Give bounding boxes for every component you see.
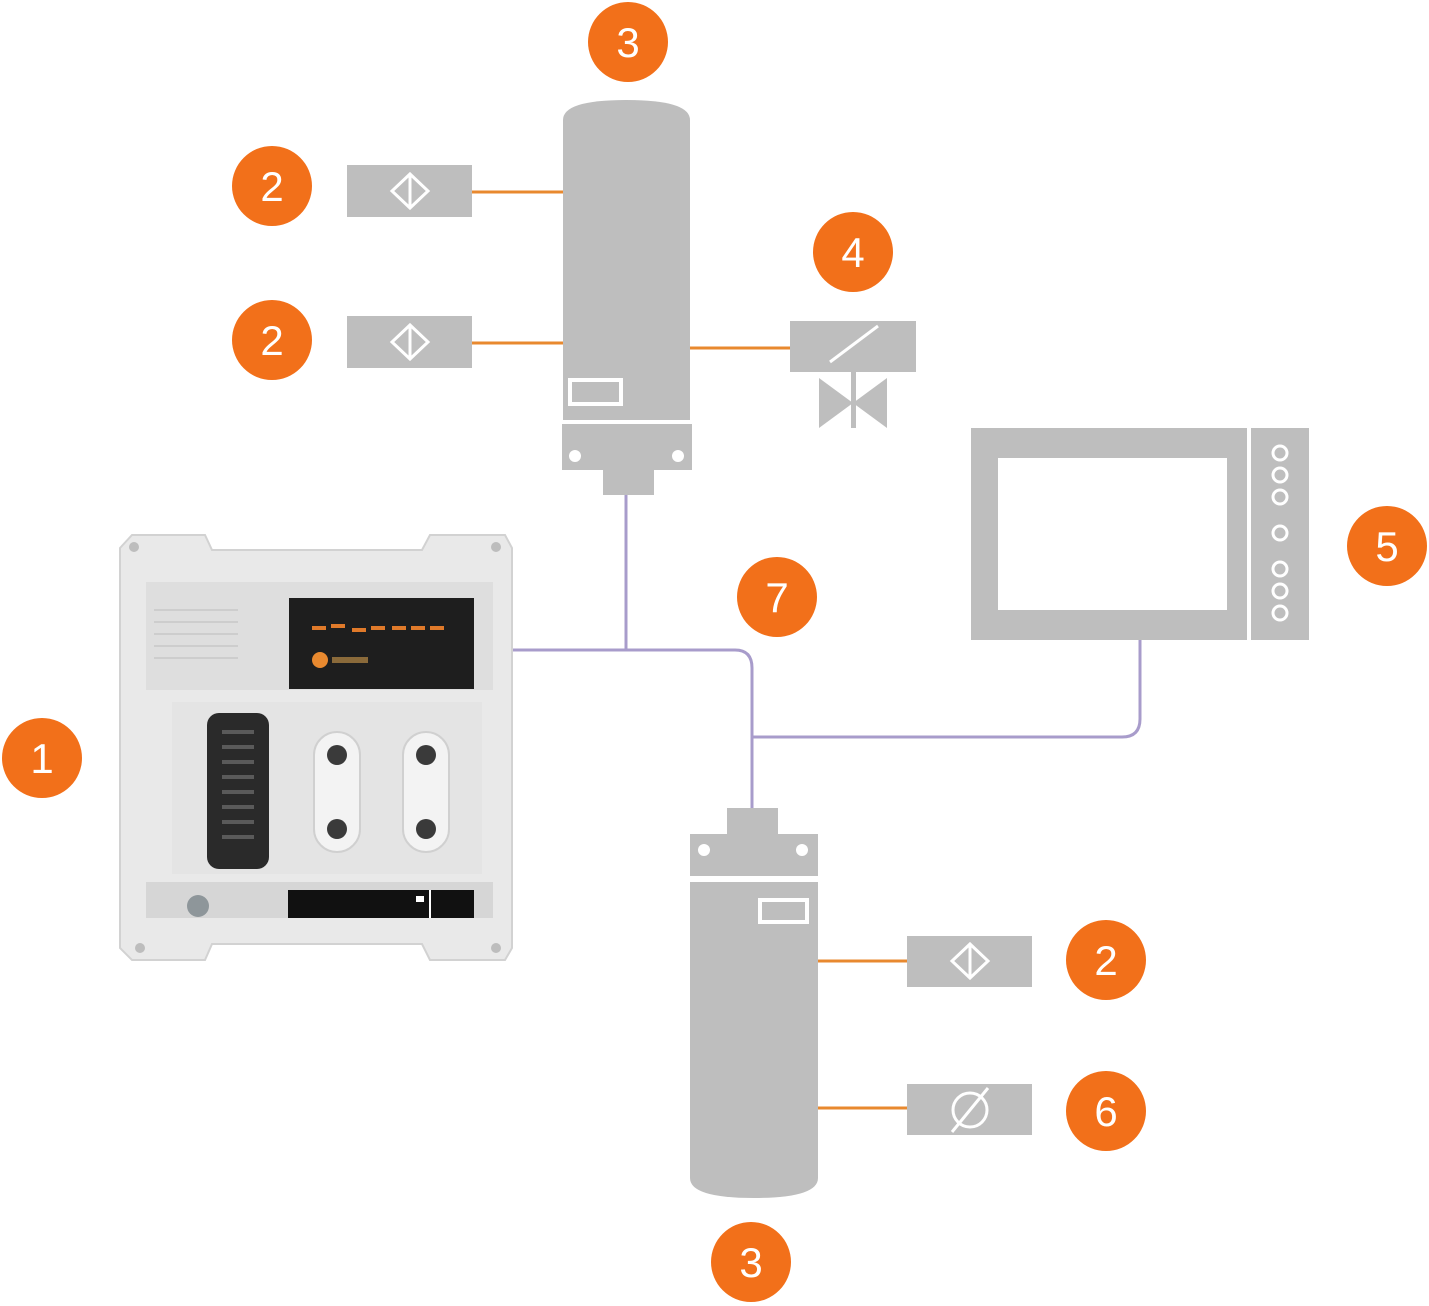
io-module-bottom-label-slot [758, 898, 809, 924]
io-module-top-screw-right [672, 450, 684, 462]
badge-sensor-bottom-number: 2 [1094, 937, 1117, 984]
badge-sensor-top-1: 2 [232, 146, 312, 226]
display-button [1271, 604, 1289, 622]
controller-status-leds [312, 624, 444, 632]
io-module-top-body [563, 100, 690, 420]
badge-sensor-top-2: 2 [232, 300, 312, 380]
io-module-top-screw-left [569, 450, 581, 462]
measurement-sensor [907, 1084, 1032, 1135]
badge-measurement: 6 [1066, 1071, 1146, 1151]
empty-set-measure-icon [950, 1087, 990, 1133]
bus-line-controller [512, 648, 754, 808]
display-button [1271, 488, 1289, 506]
display-panel [971, 428, 1309, 640]
badge-top-module: 3 [588, 2, 668, 82]
badge-valve-number: 4 [841, 229, 864, 276]
controller-port [327, 745, 347, 765]
controller-port-slot-left [313, 731, 361, 853]
sensor-top-1 [347, 165, 472, 217]
badge-network-number: 7 [765, 574, 788, 621]
io-module-bottom-body [690, 882, 818, 1198]
display-button [1271, 560, 1289, 578]
sensor-diamond-icon [389, 171, 431, 211]
badge-controller-number: 1 [30, 735, 53, 782]
solenoid-valve-icon [829, 324, 879, 364]
badge-sensor-bottom: 2 [1066, 920, 1146, 1000]
badge-measurement-number: 6 [1094, 1088, 1117, 1135]
display-button [1271, 582, 1289, 600]
badge-top-module-number: 3 [616, 19, 639, 66]
display-button [1271, 466, 1289, 484]
controller-port [416, 745, 436, 765]
sensor-diamond-icon [949, 941, 991, 981]
io-module-bottom-screw-left [698, 844, 710, 856]
sensor-top-2 [347, 316, 472, 368]
solenoid-valve-body [819, 378, 887, 428]
io-module-bottom [690, 808, 818, 1198]
controller-port [416, 819, 436, 839]
io-module-top [562, 100, 692, 495]
badge-network: 7 [737, 557, 817, 637]
sensor-wires [472, 190, 907, 1110]
bus-lines [512, 495, 1142, 808]
display-screen [998, 458, 1227, 610]
controller-vent-lines [154, 609, 238, 659]
controller-port-slot-right [402, 731, 450, 853]
controller-mount-holes [129, 542, 501, 953]
io-module-bottom-mount [690, 808, 818, 876]
controller-unit [119, 534, 513, 961]
controller-logo-text [332, 657, 368, 663]
controller-connector-pins [222, 730, 254, 839]
solenoid-valve-stem [851, 372, 856, 428]
io-module-top-mount [562, 424, 692, 495]
badge-display-number: 5 [1375, 523, 1398, 570]
controller-logo-icon [312, 652, 328, 668]
controller-port [327, 819, 347, 839]
controller-label-plate [288, 890, 474, 918]
display-buttons [1271, 444, 1289, 622]
sensor-bottom [907, 936, 1032, 987]
badge-sensor-top-2-number: 2 [260, 317, 283, 364]
badge-sensor-top-1-number: 2 [260, 163, 283, 210]
io-module-top-label-slot [568, 378, 623, 406]
badge-display: 5 [1347, 506, 1427, 586]
solenoid-valve [790, 321, 916, 428]
badge-bottom-module: 3 [711, 1222, 791, 1302]
display-button [1271, 524, 1289, 542]
badge-valve: 4 [813, 212, 893, 292]
sensor-diamond-icon [389, 322, 431, 362]
controller-led-panel [289, 598, 474, 689]
io-module-bottom-screw-right [796, 844, 808, 856]
badge-bottom-module-number: 3 [739, 1239, 762, 1286]
badge-controller: 1 [2, 718, 82, 798]
controller-label-marking [416, 896, 424, 902]
bus-line-display [752, 640, 1142, 739]
controller-reset-button [187, 895, 209, 917]
display-button [1271, 444, 1289, 462]
